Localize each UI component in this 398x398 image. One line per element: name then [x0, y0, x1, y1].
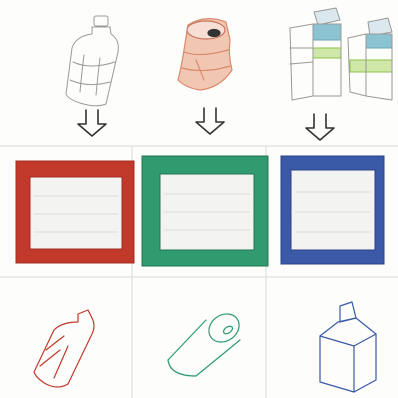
plastic-bottle-outline-icon [34, 310, 94, 387]
down-arrow-icon [78, 110, 106, 136]
carton-outline-icon [320, 302, 376, 392]
down-arrow-icon [306, 114, 334, 140]
milk-cartons-icon [290, 8, 392, 100]
plastic-bottle-icon [66, 16, 118, 106]
green-bin-frame [142, 156, 268, 266]
red-bin-frame [16, 161, 134, 263]
crushed-can-icon [178, 19, 232, 90]
blue-bin-frame [281, 156, 384, 264]
down-arrow-icon [196, 108, 224, 134]
can-outline-icon [168, 308, 245, 376]
